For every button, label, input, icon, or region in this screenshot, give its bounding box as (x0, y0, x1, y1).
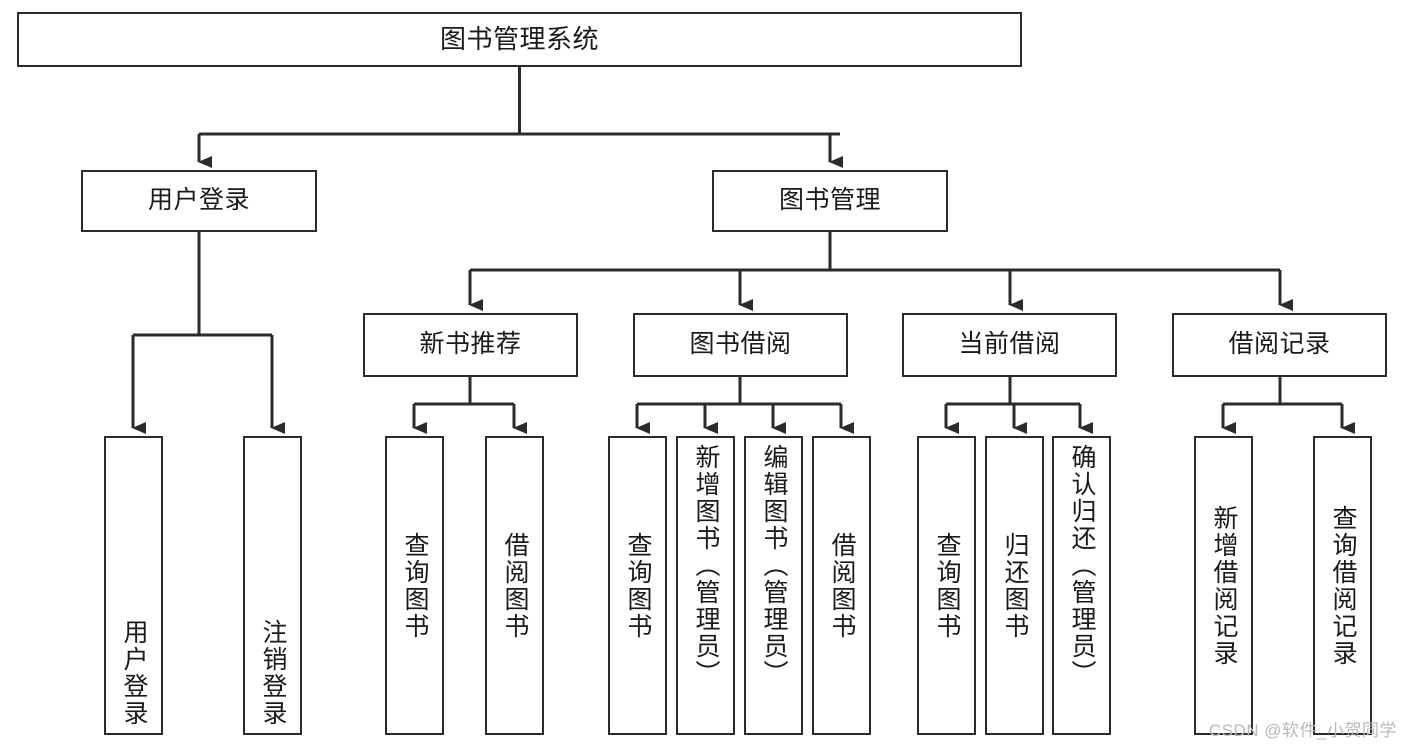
leaf-borrow-book-2[interactable]: 借阅图书 (812, 436, 871, 735)
leaf-query-book-2[interactable]: 查询图书 (608, 436, 667, 735)
leaf-confirm-return-admin[interactable]: 确认归还（管理员） (1052, 436, 1111, 735)
leaf-query-book-1[interactable]: 查询图书 (385, 436, 444, 735)
node-label: 借阅图书 (828, 531, 856, 640)
node-label: 查询图书 (401, 531, 429, 640)
node-label: 图书管理 (778, 186, 881, 215)
leaf-user-login[interactable]: 用户登录 (104, 436, 163, 735)
node-book-management[interactable]: 图书管理 (712, 170, 948, 232)
node-label: 新书推荐 (419, 330, 522, 359)
leaf-add-borrow-record[interactable]: 新增借阅记录 (1194, 436, 1253, 735)
node-label: 用户登录 (120, 619, 148, 727)
node-label: 图书管理系统 (439, 24, 599, 55)
leaf-return-book[interactable]: 归还图书 (985, 436, 1044, 735)
node-current-borrow[interactable]: 当前借阅 (902, 313, 1117, 377)
csdn-watermark: CSDN @软件_小贺同学 (1208, 721, 1397, 740)
leaf-query-book-3[interactable]: 查询图书 (917, 436, 976, 735)
node-label: 注销登录 (259, 619, 287, 727)
node-label: 查询图书 (933, 531, 961, 640)
leaf-edit-book-admin[interactable]: 编辑图书（管理员） (744, 436, 803, 735)
node-label: 用户登录 (147, 186, 250, 215)
node-label: 编辑图书（管理员） (760, 444, 788, 687)
leaf-add-book-admin[interactable]: 新增图书（管理员） (676, 436, 735, 735)
leaf-borrow-book-1[interactable]: 借阅图书 (485, 436, 544, 735)
node-label: 借阅图书 (501, 531, 529, 640)
node-label: 当前借阅 (958, 330, 1061, 359)
node-label: 确认归还（管理员） (1068, 444, 1096, 687)
node-label: 新增图书（管理员） (692, 444, 720, 687)
node-label: 查询图书 (624, 531, 652, 640)
node-label: 新增借阅记录 (1210, 504, 1238, 667)
node-label: 借阅记录 (1228, 330, 1331, 359)
leaf-query-borrow-record[interactable]: 查询借阅记录 (1313, 436, 1372, 735)
node-book-borrow[interactable]: 图书借阅 (633, 313, 848, 377)
node-root-book-management-system[interactable]: 图书管理系统 (17, 12, 1022, 67)
node-label: 归还图书 (1001, 531, 1029, 640)
leaf-logout-login[interactable]: 注销登录 (243, 436, 302, 735)
node-label: 图书借阅 (689, 330, 792, 359)
node-user-login[interactable]: 用户登录 (81, 170, 317, 232)
node-label: 查询借阅记录 (1329, 504, 1357, 667)
node-new-book-recommend[interactable]: 新书推荐 (363, 313, 578, 377)
node-borrow-record[interactable]: 借阅记录 (1172, 313, 1387, 377)
